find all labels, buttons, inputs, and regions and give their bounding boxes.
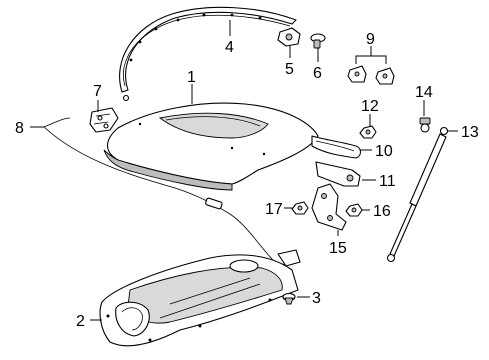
- callout-4: 4: [225, 39, 234, 56]
- part-17-nut: [291, 201, 309, 215]
- part-16-nut: [345, 203, 363, 217]
- part-3-retainer: [282, 292, 296, 305]
- part-2-insulator: [99, 254, 299, 347]
- callout-8: 8: [15, 120, 24, 137]
- callout-6: 6: [313, 65, 322, 82]
- part-5-clip: [277, 27, 301, 47]
- part-1-hood: [103, 102, 319, 191]
- part-4-hood-seal: [119, 6, 297, 102]
- callout-10: 10: [375, 143, 393, 160]
- callout-5: 5: [285, 61, 294, 78]
- leader-lines: [30, 20, 458, 321]
- callout-7: 7: [93, 83, 102, 100]
- callout-16: 16: [373, 203, 391, 220]
- leader-9: [355, 46, 387, 64]
- part-13-strut: [386, 126, 449, 263]
- callout-2: 2: [76, 313, 85, 330]
- part-11-bracket: [315, 161, 361, 187]
- part-7-hinge: [89, 107, 119, 133]
- part-14-stud: [419, 117, 431, 133]
- part-12-nut: [359, 125, 377, 139]
- callout-15: 15: [329, 240, 347, 257]
- part-9-bumpers: [347, 65, 395, 85]
- part-10-strip: [311, 135, 362, 159]
- part-6-push-pin: [310, 33, 326, 49]
- callout-14: 14: [415, 84, 433, 101]
- callout-9: 9: [366, 31, 375, 48]
- callout-13: 13: [461, 124, 479, 141]
- callout-labels: 1 2 3 4 5 6 7 8 9 10 11 12 13 14 15 16 1…: [15, 31, 479, 330]
- callout-1: 1: [187, 69, 196, 86]
- callout-3: 3: [312, 290, 321, 307]
- callout-12: 12: [361, 98, 379, 115]
- callout-17: 17: [265, 201, 283, 218]
- callout-11: 11: [379, 173, 396, 190]
- part-15-mount: [311, 183, 347, 231]
